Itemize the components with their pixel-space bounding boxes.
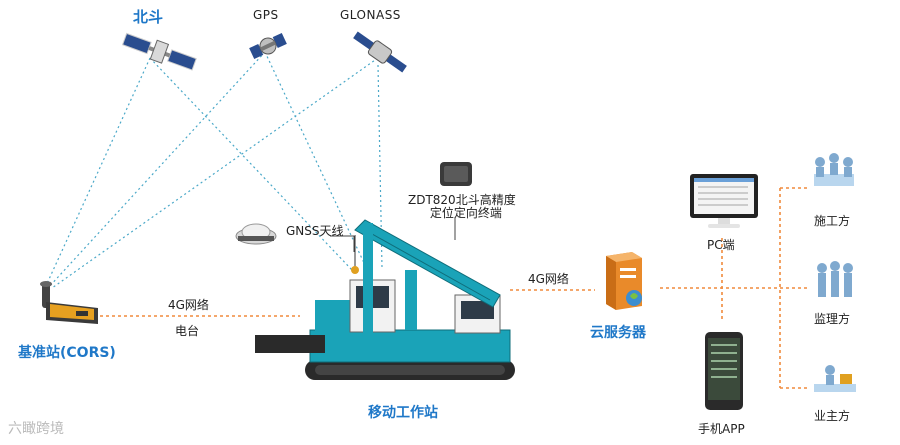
construction-party-label: 施工方 [814,212,850,229]
watermark: 六瞰跨境 [8,418,64,438]
glonass-label: GLONASS [340,8,401,22]
phone-icon [703,330,745,412]
pc-device [688,172,760,234]
construction-party [808,148,858,198]
group-people-icon [810,258,860,304]
satellite-icon [246,26,290,66]
mobile-station-label: 移动工作站 [368,402,438,422]
satellite-icon [120,28,200,78]
cloud-server-label: 云服务器 [590,322,646,342]
terminal-device [438,160,474,194]
mobile-station-machine [245,215,525,399]
cloud-server-device [598,250,650,316]
monitor-icon [688,172,760,230]
gnss-receiver-icon [36,280,104,328]
glonass-satellite [350,30,410,78]
beidou-label: 北斗 [133,6,163,27]
base-link-radio-label: 电台 [175,322,199,339]
meeting-people-icon [808,148,858,194]
beidou-satellite [120,28,200,82]
piling-rig-icon [245,215,525,395]
owner-party-label: 业主方 [814,407,850,424]
desk-worker-icon [810,360,860,400]
base-link-network-label: 4G网络 [168,296,209,313]
beidou-to-base-line [45,58,150,288]
gps-label: GPS [253,8,279,22]
supervision-party-label: 监理方 [814,310,850,327]
gps-to-base-line [48,52,265,288]
base-station-label: 基准站(CORS) [18,342,116,362]
pc-label: PC端 [707,236,735,253]
base-station-device [36,280,104,332]
supervision-party [810,258,860,308]
cloud-link-network-label: 4G网络 [528,270,569,287]
terminal-icon [438,160,474,190]
gps-satellite [246,26,290,70]
owner-party [810,360,860,404]
satellite-icon [350,30,410,74]
server-icon [598,250,650,312]
phone-app-label: 手机APP [698,420,745,437]
phone-device [703,330,745,416]
